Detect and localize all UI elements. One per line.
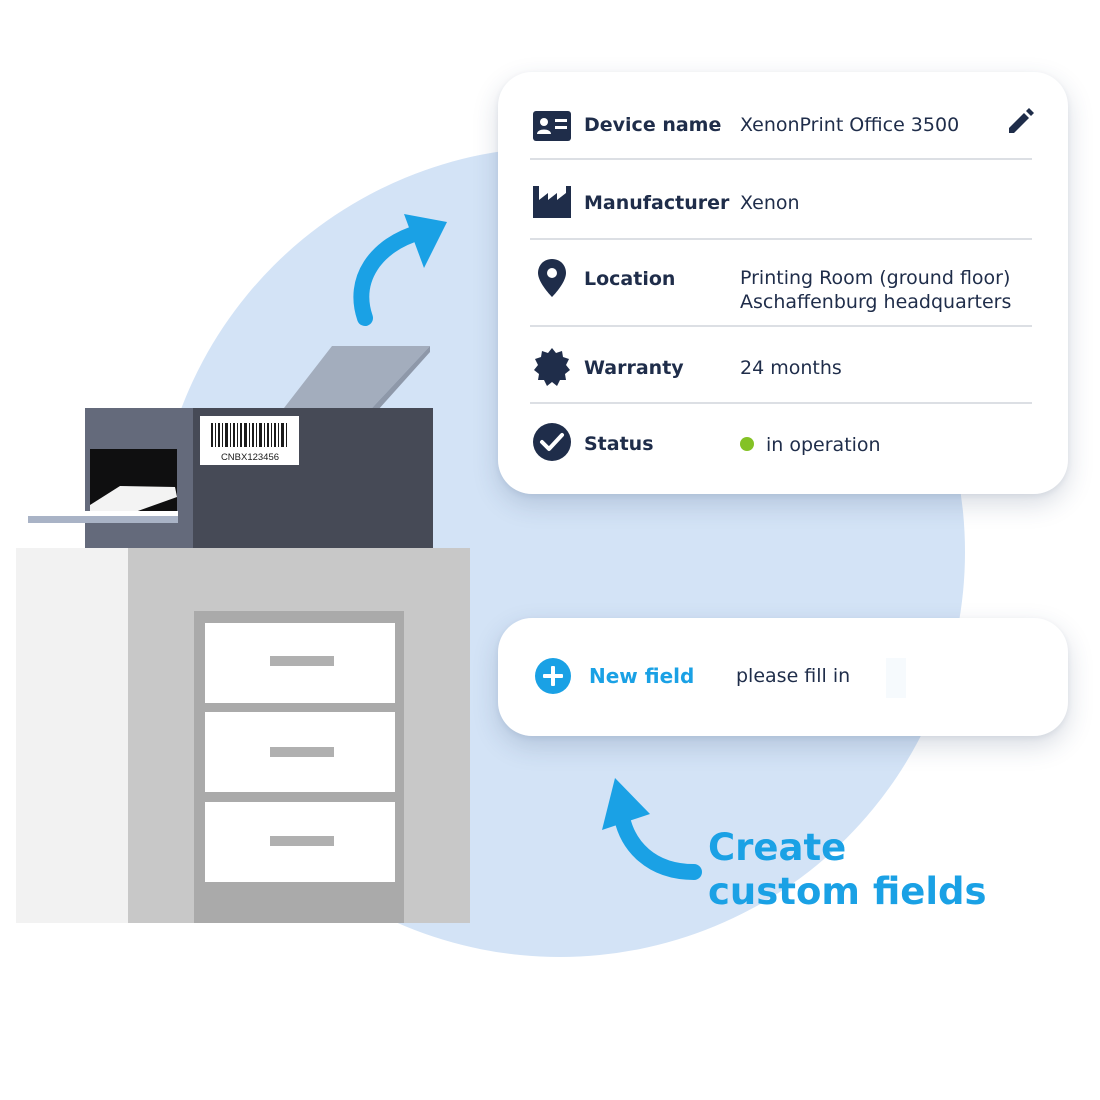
status-text: in operation xyxy=(766,434,881,456)
caption: Create custom fields xyxy=(708,826,987,914)
badge-icon xyxy=(534,348,570,386)
location-row: Location Printing Room (ground floor) As… xyxy=(530,240,1032,327)
drawer-handle xyxy=(270,836,334,846)
status-dot xyxy=(740,436,754,451)
id-card-icon xyxy=(533,111,571,141)
location-value-line1: Printing Room (ground floor) xyxy=(740,267,1011,289)
status-value: in operation xyxy=(740,433,881,457)
new-field-input[interactable] xyxy=(730,658,922,694)
plus-circle-icon[interactable] xyxy=(534,657,572,695)
warranty-value: 24 months xyxy=(740,357,842,379)
location-label: Location xyxy=(584,268,676,290)
caption-line1: Create xyxy=(708,826,847,869)
manufacturer-label: Manufacturer xyxy=(584,192,730,214)
warranty-label: Warranty xyxy=(584,357,684,379)
status-row: Status in operation xyxy=(530,404,1032,480)
manufacturer-row: Manufacturer Xenon xyxy=(530,160,1032,240)
caption-line2: custom fields xyxy=(708,870,987,913)
manufacturer-value: Xenon xyxy=(740,192,800,214)
warranty-row: Warranty 24 months xyxy=(530,327,1032,404)
arrow-up-icon xyxy=(353,224,428,326)
drawer-handle xyxy=(270,747,334,757)
check-circle-icon xyxy=(533,423,571,461)
barcode-icon xyxy=(211,423,287,447)
device-name-label: Device name xyxy=(584,114,722,136)
output-tray xyxy=(28,515,178,523)
cabinet-side xyxy=(16,548,128,923)
new-field-label[interactable]: New field xyxy=(589,664,695,688)
factory-icon xyxy=(533,186,571,218)
status-label: Status xyxy=(584,433,654,455)
device-info-card: Device name XenonPrint Office 3500 Manuf… xyxy=(498,72,1068,494)
barcode-text: CNBX123456 xyxy=(221,452,279,463)
location-pin-icon xyxy=(538,259,566,297)
drawer-handle xyxy=(270,656,334,666)
pencil-icon[interactable] xyxy=(1004,104,1038,138)
custom-field-card: New field xyxy=(498,618,1068,736)
device-name-value: XenonPrint Office 3500 xyxy=(740,114,960,136)
device-name-row: Device name XenonPrint Office 3500 xyxy=(530,92,1034,160)
printed-paper xyxy=(90,486,177,512)
arrow-to-field-icon xyxy=(614,810,702,880)
location-value-line2: Aschaffenburg headquarters xyxy=(740,291,1012,313)
paper-tray xyxy=(284,346,430,408)
